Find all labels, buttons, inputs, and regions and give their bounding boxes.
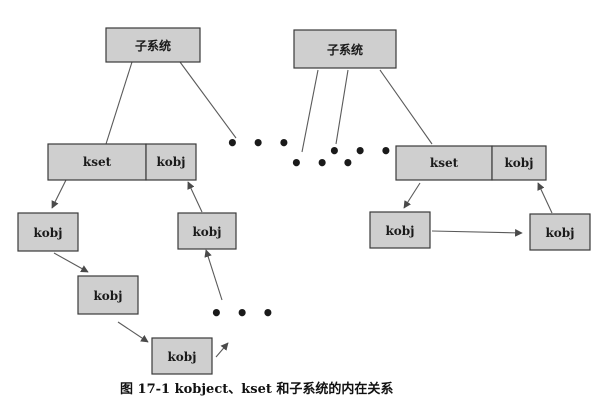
kobj-node-left-2: kobj (77, 275, 139, 315)
arrow-kobj-2-to-kobj-3 (117, 321, 149, 343)
kobj-node-left-4: kobj (177, 212, 237, 250)
kobj-node-left-1: kobj (17, 212, 79, 252)
line-right-subsystem-to-more-b (335, 69, 349, 145)
arrows (51, 179, 553, 358)
kobj-label: kobj (33, 226, 62, 240)
line-left-subsystem-to-kset (105, 61, 133, 145)
kset-node-right: kset kobj (395, 145, 547, 181)
subsystem-label: 子系统 (135, 38, 171, 53)
arrow-right-kset-to-kobj (403, 182, 421, 209)
ellipsis-left-bottom: • • • (210, 301, 277, 325)
kset-label: kset (430, 156, 459, 170)
kobj-node-right-1: kobj (369, 211, 431, 249)
kobj-label: kobj (385, 224, 414, 238)
arrow-up-to-kobj-right (204, 249, 223, 301)
line-right-subsystem-to-kset (379, 69, 433, 145)
kobj-label: kobj (167, 350, 196, 364)
kobj-node-right-2: kobj (529, 213, 591, 251)
arrow-kobj-right-to-kset (187, 181, 203, 213)
subsystem-label: 子系统 (327, 42, 363, 57)
line-left-subsystem-to-more (179, 61, 237, 139)
kobj-label: kobj (504, 156, 533, 170)
arrow-kset-to-kobj-left (51, 179, 67, 209)
subsystem-node-left: 子系统 (105, 27, 201, 63)
kobj-label: kobj (192, 225, 221, 239)
arrow-kobj-3-to-up (215, 342, 229, 358)
subsystem-node-right: 子系统 (293, 29, 397, 69)
kobj-node-left-3: kobj (151, 337, 213, 375)
kset-node-left: kset kobj (47, 143, 197, 181)
kset-label: kset (83, 155, 112, 169)
ellipsis-top-left: • • • (226, 131, 293, 155)
line-right-subsystem-to-more-a (301, 69, 319, 153)
figure-caption: 图 17-1 kobject、kset 和子系统的内在关系 (120, 381, 393, 397)
ellipsis-middle: • • • (290, 151, 357, 175)
ellipsis-middle-right: • • • (328, 139, 395, 163)
arrow-right-kobj-to-kobj (431, 228, 523, 237)
kobj-label: kobj (156, 155, 185, 169)
kobj-label: kobj (545, 226, 574, 240)
connector-lines (105, 61, 433, 153)
arrow-right-kobj-to-kset (537, 182, 553, 214)
kobj-label: kobj (93, 289, 122, 303)
arrow-kobj-to-kobj-2 (53, 252, 89, 273)
